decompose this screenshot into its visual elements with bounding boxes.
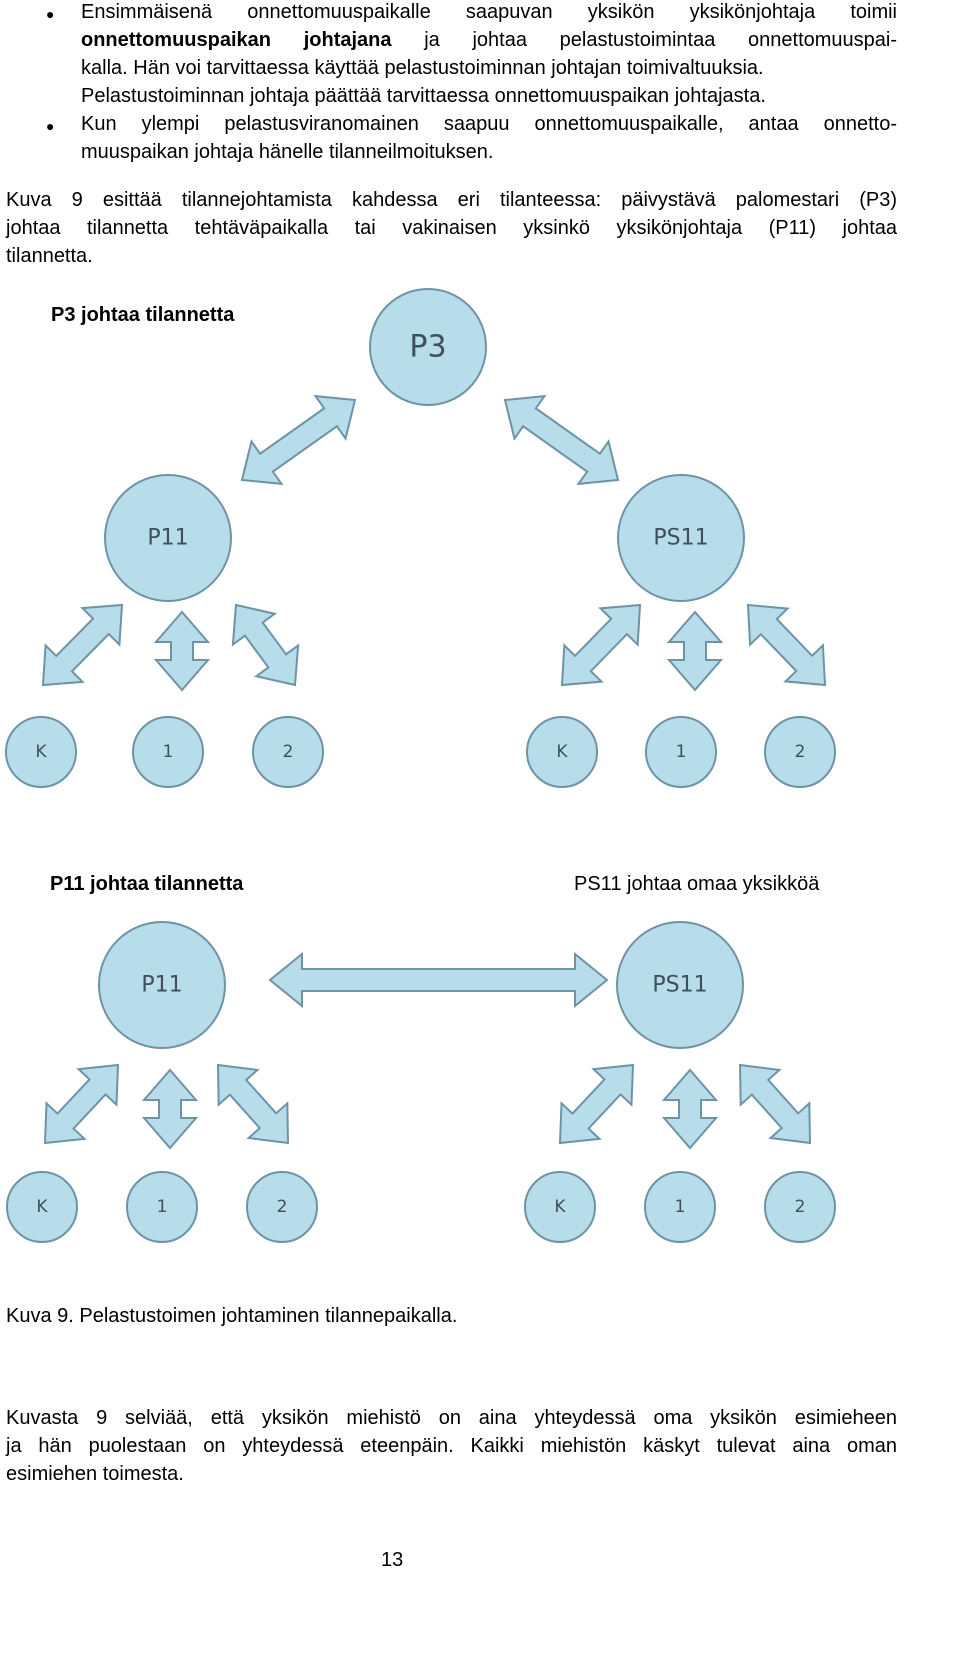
node-bottom-ps11-circle	[616, 921, 744, 1049]
node-top-p11-crew-0-circle	[5, 716, 77, 788]
arrow-ps11-1	[666, 610, 724, 692]
node-top-p11-crew-1-circle	[132, 716, 204, 788]
page-number: 13	[381, 1549, 404, 1571]
node-bottom-p11-crew-2-label: 2	[277, 1197, 288, 1217]
arrow-ps11-2	[746, 603, 827, 687]
arrow-b-p11-1	[141, 1068, 199, 1150]
node-top-ps11-label: PS11	[653, 526, 708, 551]
node-top-ps11-crew-1-circle	[645, 716, 717, 788]
node-top-ps11-crew-1-label: 1	[676, 742, 687, 762]
arrow-p3-ps11	[503, 394, 620, 486]
node-bottom-p11-label: P11	[141, 973, 182, 998]
arrow-b-p11-k	[43, 1063, 120, 1145]
bullet-1-line-1: Ensimmäisenä onnettomuuspaikalle saapuva…	[81, 1, 897, 23]
node-bottom-ps11-crew-0-label: K	[554, 1197, 566, 1217]
bullet-2-line-2: muuspaikan johtaja hänelle tilanneilmoit…	[81, 141, 494, 163]
arrow-b-ps11-2	[738, 1063, 812, 1145]
node-top-ps11-crew-2-label: 2	[795, 742, 806, 762]
arrow-b-ps11-k	[558, 1063, 635, 1145]
outro-line-2: ja hän puolestaan on yhteydessä eteenpäi…	[6, 1435, 897, 1457]
node-bottom-p11-crew-1-label: 1	[157, 1197, 168, 1217]
node-p3-label: P3	[409, 330, 446, 365]
node-top-p11-crew-2-circle	[252, 716, 324, 788]
arrow-p11-ps11	[268, 951, 609, 1009]
arrow-p11-1	[153, 610, 211, 692]
arrow-b-p11-2	[216, 1063, 290, 1145]
node-p3-circle	[369, 288, 487, 406]
outro-line-3: esimiehen toimesta.	[6, 1463, 184, 1485]
node-top-ps11-circle	[617, 474, 745, 602]
bullet-1-line-2-rest: ja johtaa pelastustoimintaa onnettomuusp…	[391, 29, 898, 51]
node-top-p11-crew-1-label: 1	[163, 742, 174, 762]
node-top-p11-label: P11	[147, 526, 188, 551]
node-top-ps11-crew-0-circle	[526, 716, 598, 788]
intro-line-1: Kuva 9 esittää tilannejohtamista kahdess…	[6, 189, 897, 211]
diagram-bottom-heading-right: PS11 johtaa omaa yksikköä	[574, 873, 820, 895]
node-bottom-ps11-crew-1-label: 1	[675, 1197, 686, 1217]
diagram-top-heading: P3 johtaa tilannetta	[51, 304, 235, 326]
outro-line-1: Kuvasta 9 selviää, että yksikön miehistö…	[6, 1407, 897, 1429]
node-bottom-p11-crew-0-circle	[6, 1171, 78, 1243]
bullet-1-line-3: kalla. Hän voi tarvittaessa käyttää pela…	[81, 57, 764, 79]
node-bottom-p11-crew-1-circle	[126, 1171, 198, 1243]
node-bottom-ps11-label: PS11	[652, 973, 707, 998]
bold-term: onnettomuuspaikan johtajana	[81, 29, 392, 51]
bullet-dot: ●	[46, 118, 55, 134]
node-bottom-ps11-crew-2-circle	[764, 1171, 836, 1243]
bullet-2-line-1: Kun ylempi pelastusviranomainen saapuu o…	[81, 113, 897, 135]
diagram-bottom-heading-left: P11 johtaa tilannetta	[50, 873, 244, 895]
intro-line-3: tilannetta.	[6, 245, 93, 267]
arrow-p11-2	[231, 603, 300, 687]
node-bottom-p11-circle	[98, 921, 226, 1049]
bullet-1-line-2: onnettomuuspaikan johtajana ja johtaa pe…	[81, 26, 897, 54]
node-bottom-ps11-crew-2-label: 2	[795, 1197, 806, 1217]
node-bottom-p11-crew-0-label: K	[36, 1197, 48, 1217]
bullet-dot: ●	[46, 6, 55, 22]
figure-caption: Kuva 9. Pelastustoimen johtaminen tilann…	[6, 1305, 458, 1327]
intro-line-2: johtaa tilannetta tehtäväpaikalla tai va…	[6, 217, 897, 239]
bullet-1-line-4: Pelastustoiminnan johtaja päättää tarvit…	[81, 85, 766, 107]
node-bottom-p11-crew-2-circle	[246, 1171, 318, 1243]
arrow-b-ps11-1	[661, 1068, 719, 1150]
node-top-ps11-crew-2-circle	[764, 716, 836, 788]
node-bottom-ps11-crew-1-circle	[644, 1171, 716, 1243]
node-top-p11-crew-0-label: K	[35, 742, 47, 762]
node-bottom-ps11-crew-0-circle	[524, 1171, 596, 1243]
node-top-ps11-crew-0-label: K	[556, 742, 568, 762]
arrow-ps11-k	[560, 603, 642, 687]
node-top-p11-crew-2-label: 2	[283, 742, 294, 762]
arrow-p3-p11	[240, 394, 357, 486]
arrow-p11-k	[41, 603, 124, 687]
node-top-p11-circle	[104, 474, 232, 602]
